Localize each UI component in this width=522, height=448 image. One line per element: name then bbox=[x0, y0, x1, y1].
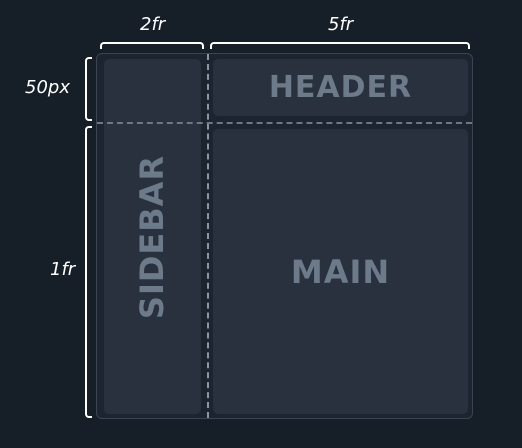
row-2-bracket bbox=[85, 126, 92, 418]
row-2-size-label: 1fr bbox=[50, 259, 76, 280]
column-grid-line bbox=[207, 54, 209, 418]
column-1-size-label: 2fr bbox=[140, 14, 166, 35]
row-grid-line bbox=[97, 122, 472, 124]
header-label: HEADER bbox=[268, 70, 413, 105]
header-area: HEADER bbox=[213, 59, 468, 116]
column-1-bracket bbox=[100, 42, 204, 49]
row-1-size-label: 50px bbox=[25, 77, 70, 98]
column-2-bracket bbox=[210, 42, 470, 49]
main-area: MAIN bbox=[213, 129, 468, 414]
sidebar-area: SIDEBAR bbox=[104, 59, 201, 414]
main-label: MAIN bbox=[290, 252, 391, 291]
sidebar-label: SIDEBAR bbox=[133, 154, 172, 319]
row-1-bracket bbox=[85, 57, 92, 121]
column-2-size-label: 5fr bbox=[328, 14, 354, 35]
